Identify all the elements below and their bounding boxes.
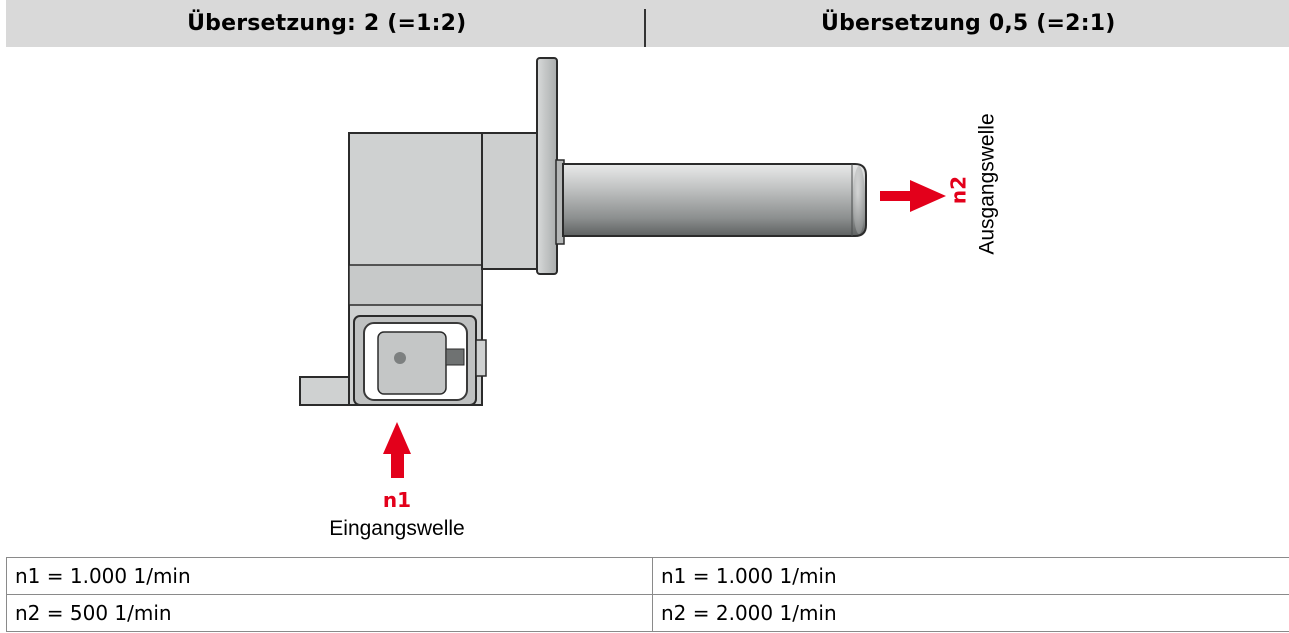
header-row: Übersetzung: 2 (=1:2) Übersetzung 0,5 (=… xyxy=(6,0,1289,47)
speed-table: n1 = 1.000 1/min n1 = 1.000 1/min n2 = 5… xyxy=(6,557,1289,632)
right-n1: n1 = 1.000 1/min xyxy=(652,557,1289,595)
gearbox-drawing: n1 Eingangswelle n2 Ausgangswelle xyxy=(299,57,999,540)
coupling-side-plate xyxy=(475,339,487,377)
coupling-hub xyxy=(377,331,447,395)
output-label: Ausgangswelle xyxy=(976,113,999,254)
table-row: n2 = 500 1/min n2 = 2.000 1/min xyxy=(6,594,1289,632)
input-label: Eingangswelle xyxy=(329,517,464,540)
adapter-block xyxy=(481,132,540,270)
table-row: n1 = 1.000 1/min n1 = 1.000 1/min xyxy=(6,557,1289,595)
housing-foot-left xyxy=(299,376,351,406)
header-right: Übersetzung 0,5 (=2:1) xyxy=(821,11,1116,36)
output-symbol: n2 xyxy=(947,176,971,204)
coupling-bore xyxy=(394,352,406,364)
left-n1: n1 = 1.000 1/min xyxy=(6,557,653,595)
right-n2: n2 = 2.000 1/min xyxy=(652,594,1289,632)
flange-plate xyxy=(536,57,558,275)
output-arrow xyxy=(880,180,946,212)
input-symbol: n1 xyxy=(383,488,411,512)
output-shaft xyxy=(562,163,867,237)
header-divider xyxy=(644,9,646,47)
coupling-screw xyxy=(445,348,465,366)
header-left: Übersetzung: 2 (=1:2) xyxy=(187,11,467,36)
input-arrow xyxy=(383,422,411,478)
left-n2: n2 = 500 1/min xyxy=(6,594,653,632)
housing-front-face xyxy=(348,264,483,306)
shaft-end xyxy=(853,166,865,234)
